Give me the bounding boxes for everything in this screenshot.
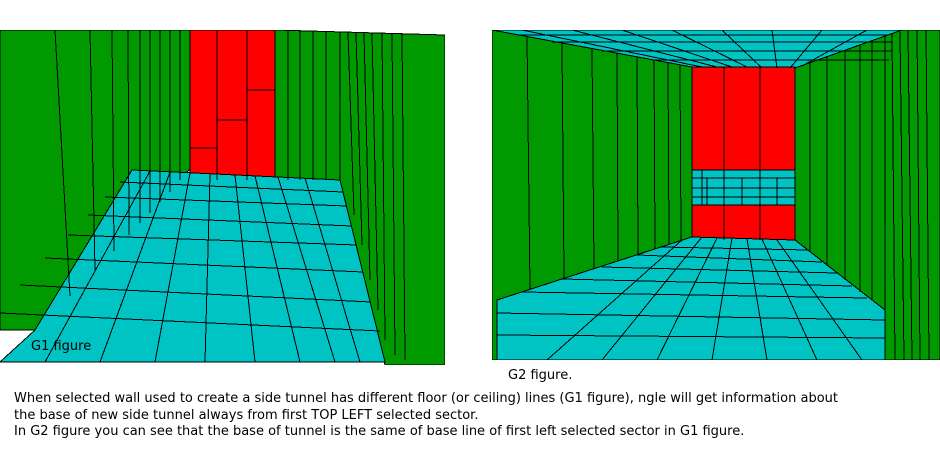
caption-line-3: In G2 figure you can see that the base o… — [14, 424, 745, 439]
g1-figure-label: G1 figure — [31, 339, 92, 354]
caption: When selected wall used to create a side… — [14, 391, 934, 441]
caption-line-2: the base of new side tunnel always from … — [14, 407, 479, 423]
g2-figure — [492, 30, 940, 360]
g2-selected-sector — [691, 66, 796, 241]
g2-floor — [496, 236, 886, 360]
g1-selected-sector — [189, 30, 276, 181]
caption-line-1: When selected wall used to create a side… — [14, 391, 839, 406]
g2-figure-label: G2 figure. — [508, 368, 573, 383]
g1-figure — [0, 30, 445, 365]
